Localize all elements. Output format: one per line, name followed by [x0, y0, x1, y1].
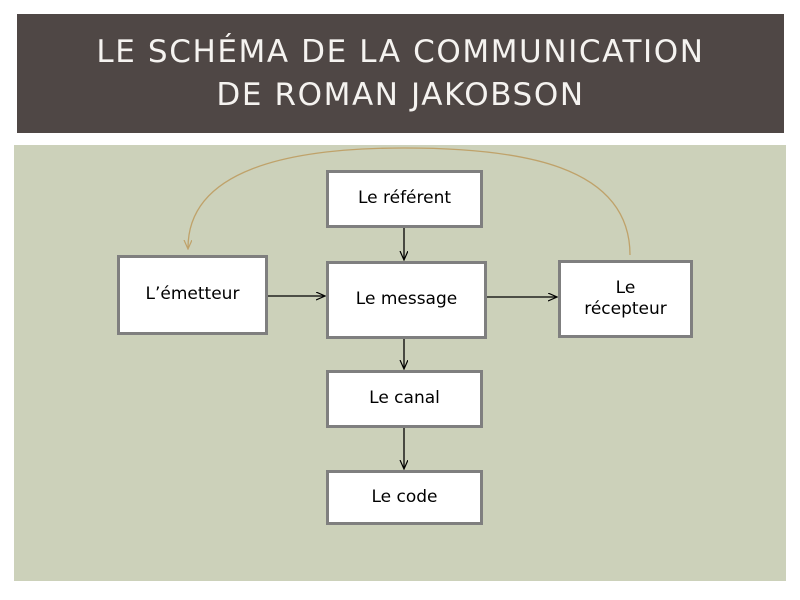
node-le-message[interactable]: Le message	[326, 261, 487, 339]
node-label: L’émetteur	[145, 284, 240, 305]
node-le-code[interactable]: Le code	[326, 470, 483, 525]
node-label: Le code	[371, 486, 438, 507]
node-le-referent[interactable]: Le référent	[326, 170, 483, 228]
node-l-emetteur[interactable]: L’émetteur	[117, 255, 268, 335]
node-le-canal[interactable]: Le canal	[326, 370, 483, 428]
node-label: Le message	[355, 289, 458, 310]
node-le-recepteur[interactable]: Le récepteur	[558, 260, 693, 338]
title-bar: Le schéma de la communication de Roman J…	[17, 14, 784, 133]
page-title: Le schéma de la communication de Roman J…	[96, 33, 705, 113]
node-label: Le référent	[357, 188, 452, 209]
node-label: Le récepteur	[584, 277, 667, 319]
node-label: Le canal	[369, 388, 440, 409]
